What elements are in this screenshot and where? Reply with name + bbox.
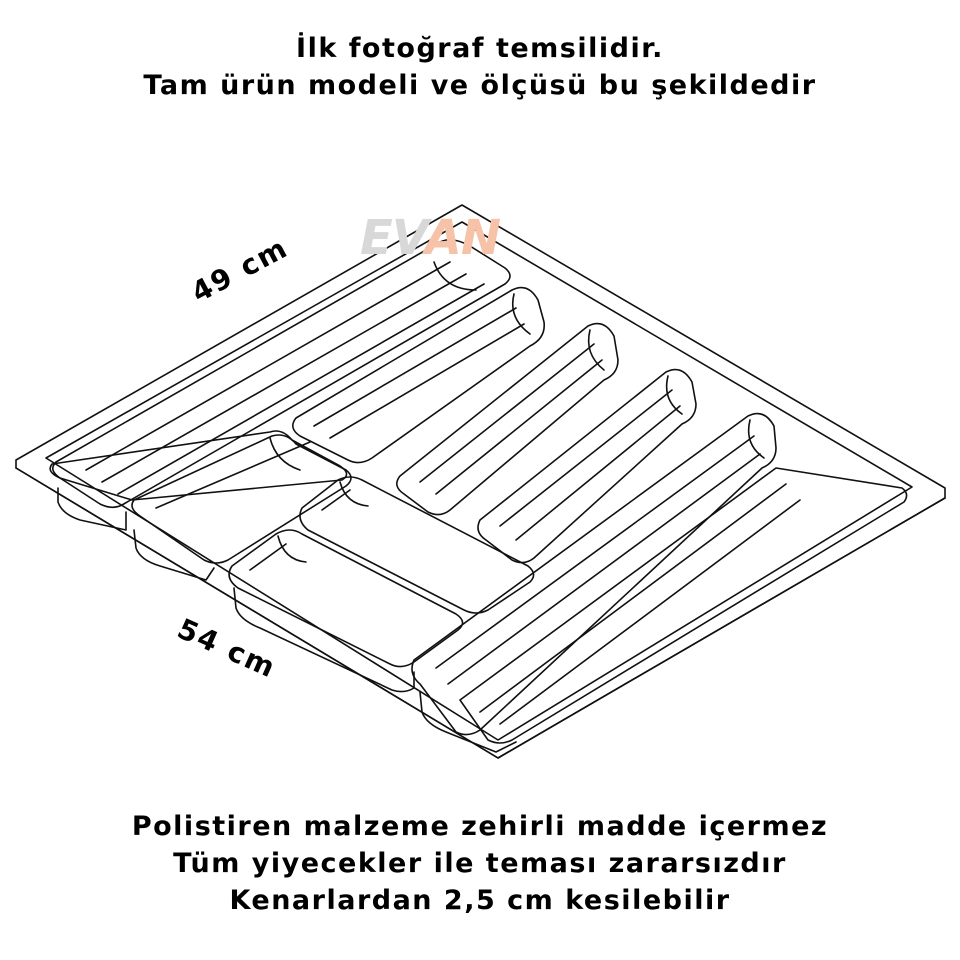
compartment-small-mid (131, 434, 352, 564)
header-line-2: Tam ürün modeli ve ölçüsü bu şekildedir (143, 70, 817, 101)
footer-line-3: Kenarlardan 2,5 cm kesilebilir (229, 885, 731, 916)
compartment-wide-right (459, 467, 908, 744)
brand-watermark: EVAN (360, 210, 501, 266)
tray-inner-rim (45, 221, 913, 741)
watermark-part-1: EV (360, 210, 426, 266)
compartment-4 (477, 368, 697, 564)
tray-foot-1 (57, 487, 127, 531)
footer-line-2: Tüm yiyecekler ile teması zararsızdır (173, 848, 787, 879)
tray-foot-3 (233, 587, 415, 693)
compartment-small-center (299, 476, 535, 614)
compartment-small-left (49, 430, 348, 501)
compartment-3 (396, 322, 619, 516)
compartment-small-bottom (228, 529, 464, 668)
header-line-1: İlk fotoğraf temsilidir. (296, 33, 664, 64)
compartment-long-back (52, 238, 511, 509)
compartment-long-right (411, 412, 777, 736)
compartment-large-middle (292, 286, 546, 464)
tray-foot-2 (133, 529, 215, 581)
watermark-part-2: AN (424, 210, 501, 266)
footer-line-1: Polistiren malzeme zehirli madde içermez (131, 811, 829, 842)
header-text: İlk fotoğraf temsilidir. Tam ürün modeli… (0, 30, 960, 104)
tray-rim-bottom-edge (15, 467, 946, 759)
footer-text: Polistiren malzeme zehirli madde içermez… (0, 808, 960, 919)
tray-foot-4 (419, 691, 517, 753)
tray-outer-rim (15, 204, 946, 759)
